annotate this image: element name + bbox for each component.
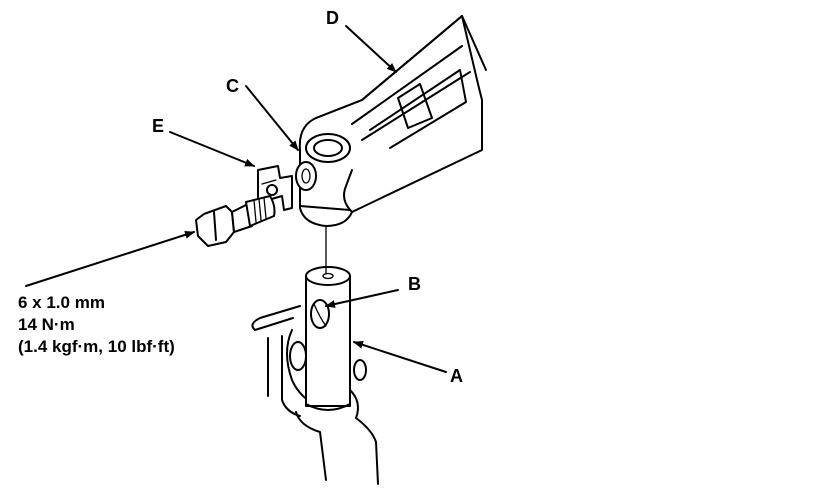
callout-c: C bbox=[226, 76, 239, 96]
torque-alt-label: (1.4 kgf·m, 10 lbf·ft) bbox=[18, 337, 175, 356]
leader-c bbox=[245, 85, 299, 151]
shaft-a bbox=[305, 266, 351, 411]
leader-bolt bbox=[25, 230, 195, 287]
joint-arm-d bbox=[295, 15, 487, 227]
bolt-hole-c bbox=[295, 161, 317, 191]
column-base bbox=[251, 305, 379, 485]
leader-e bbox=[169, 131, 255, 167]
leader-a bbox=[353, 340, 447, 373]
callout-b: B bbox=[408, 274, 421, 294]
callout-d: D bbox=[326, 8, 339, 28]
torque-nm-label: 14 N·m bbox=[18, 315, 75, 334]
leader-b bbox=[325, 289, 399, 308]
leader-d bbox=[345, 25, 397, 73]
callout-e: E bbox=[152, 116, 164, 136]
pinch-bolt bbox=[195, 195, 276, 247]
callout-a: A bbox=[450, 366, 463, 386]
leader-lines bbox=[25, 25, 447, 373]
bolt-size-label: 6 x 1.0 mm bbox=[18, 293, 105, 312]
